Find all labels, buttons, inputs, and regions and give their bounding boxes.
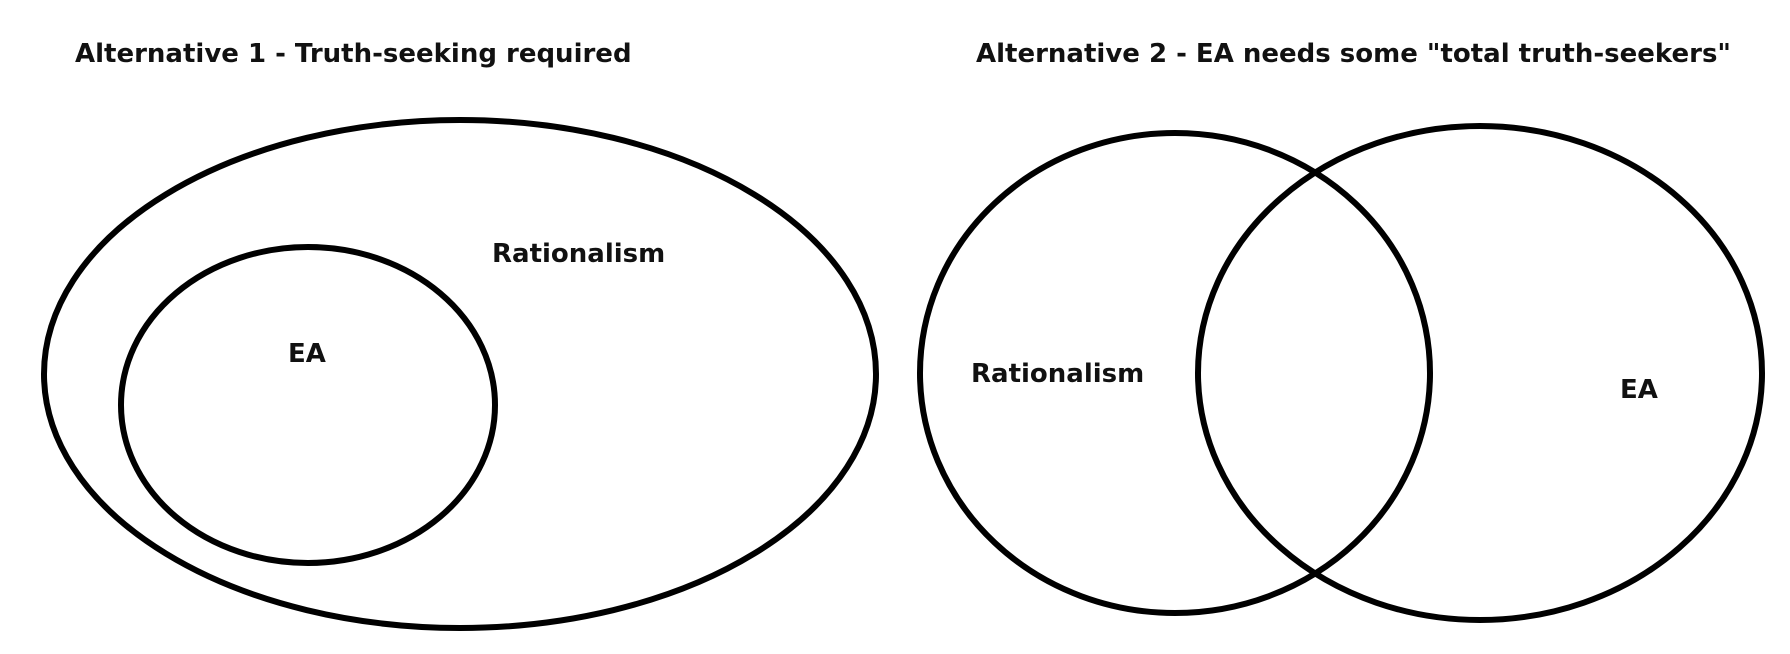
- diagram-1-ea-label: EA: [288, 339, 326, 369]
- diagram-1-nested: Alternative 1 - Truth-seeking required R…: [41, 39, 879, 631]
- diagram-1-ea-ellipse: [118, 244, 498, 566]
- diagram-1-rationalism-ellipse: [41, 117, 879, 631]
- diagram-2-overlap: Alternative 2 - EA needs some "total tru…: [917, 39, 1765, 623]
- diagram-2-title: Alternative 2 - EA needs some "total tru…: [976, 39, 1731, 69]
- diagram-2-rationalism-ellipse: [917, 130, 1433, 616]
- diagram-2-ea-ellipse: [1195, 123, 1765, 623]
- diagram-1-title: Alternative 1 - Truth-seeking required: [75, 39, 632, 69]
- diagram-2-rationalism-label: Rationalism: [971, 359, 1144, 389]
- diagram-1-rationalism-label: Rationalism: [492, 239, 665, 269]
- diagram-2-ea-label: EA: [1620, 375, 1658, 405]
